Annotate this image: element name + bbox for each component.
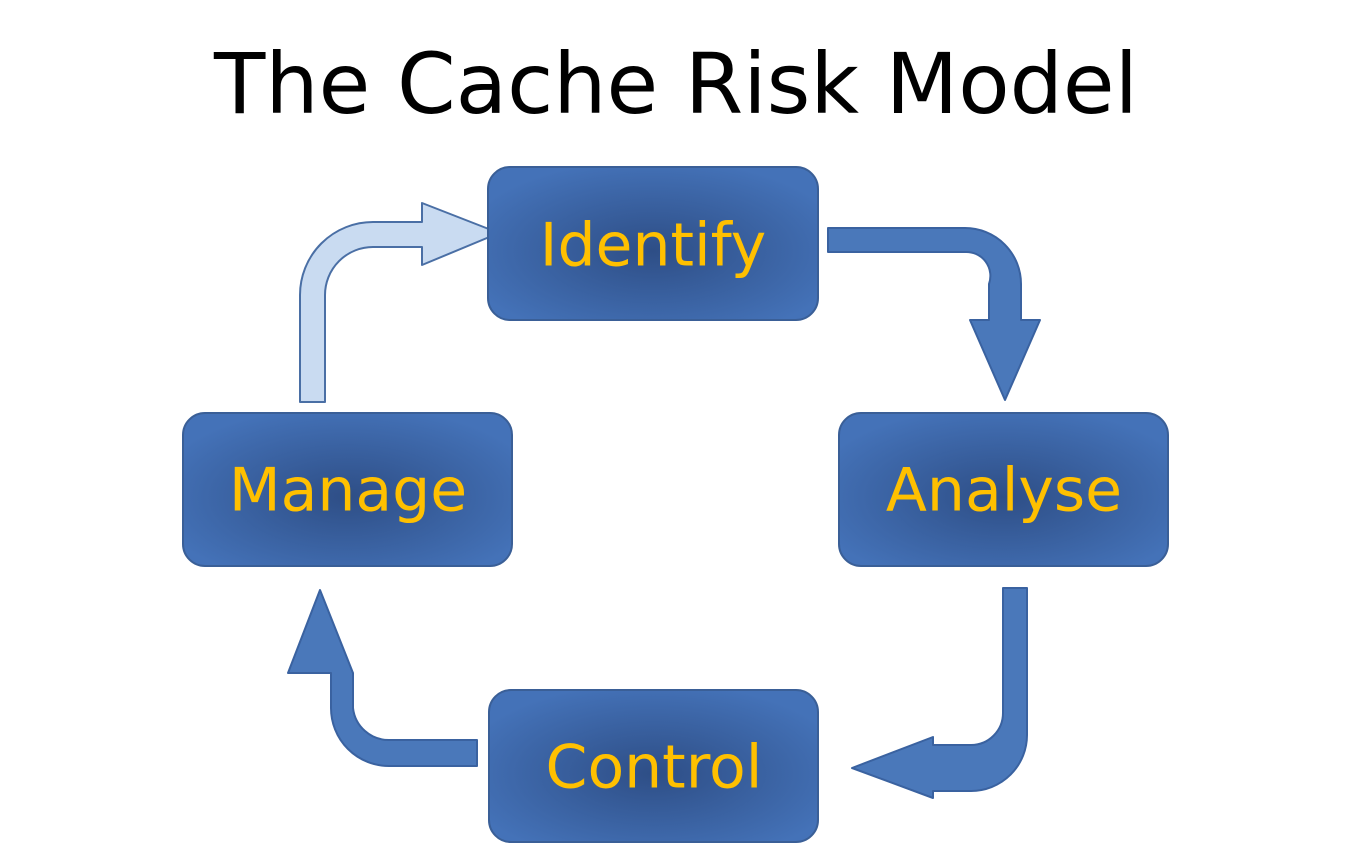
stage-box-analyse xyxy=(838,412,1169,567)
stage-analyse: Analyse xyxy=(838,412,1169,567)
arrow-identify-to-analyse xyxy=(827,227,1041,401)
stage-manage: Manage xyxy=(182,412,513,567)
stage-box-control xyxy=(488,689,819,843)
stage-box-identify xyxy=(487,166,819,321)
arrow-control-to-manage xyxy=(287,589,478,767)
stage-label-analyse: Analyse xyxy=(886,456,1122,526)
stage-label-identify: Identify xyxy=(540,211,767,281)
arrow-analyse-to-control xyxy=(851,587,1028,799)
stage-control: Control xyxy=(488,689,819,843)
diagram-title: The Cache Risk Model xyxy=(214,35,1138,133)
stage-label-control: Control xyxy=(546,733,763,803)
stage-box-manage xyxy=(182,412,513,567)
stage-label-manage: Manage xyxy=(229,456,467,526)
arrow-manage-to-identify xyxy=(299,202,500,403)
stage-identify: Identify xyxy=(487,166,819,321)
